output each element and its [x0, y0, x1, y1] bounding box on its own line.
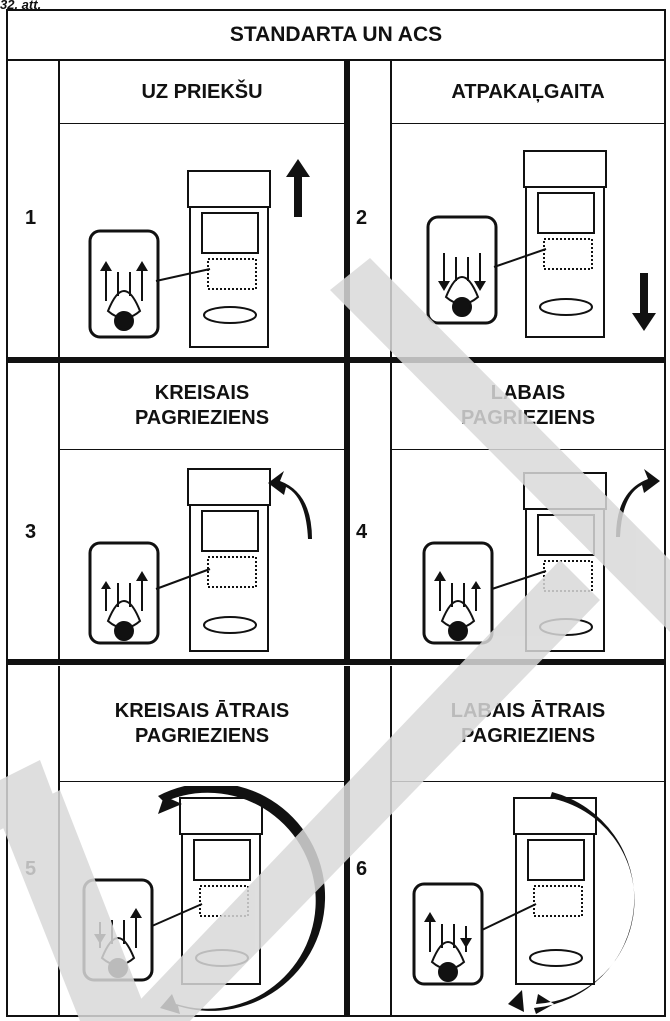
cell-number: 6 [356, 858, 368, 880]
cell-number: 3 [25, 521, 37, 543]
title-line: PAGRIEZIENS [134, 724, 270, 747]
table-header: STANDARTA UN ACS [8, 11, 664, 61]
title-line: UZ PRIEKŠU [141, 80, 263, 103]
cell-title: KREISAIS ĀTRAIS PAGRIEZIENS [60, 666, 344, 782]
table-row: 1 UZ PRIEKŠU [8, 61, 664, 357]
figure-caption: 32. att. [0, 0, 42, 12]
column-divider [344, 61, 350, 357]
table-row: 3 KREISAIS PAGRIEZIENS [8, 363, 664, 659]
row-divider [58, 363, 60, 659]
controls-table: STANDARTA UN ACS 1 UZ PRIEKŠU [6, 9, 666, 1017]
cell-number: 4 [356, 521, 368, 543]
row-divider [390, 61, 392, 357]
title-line: KREISAIS [154, 382, 250, 404]
cell-title: LABAIS ĀTRAIS PAGRIEZIENS [392, 666, 664, 782]
title-line: PAGRIEZIENS [134, 407, 270, 429]
cell-title: KREISAIS PAGRIEZIENS [60, 363, 344, 450]
cell-number: 5 [25, 858, 37, 880]
table-row: 5 KREISAIS ĀTRAIS PAGRIEZIENS [8, 666, 664, 1016]
row-separator [8, 659, 664, 665]
cell-title: LABAIS PAGRIEZIENS [392, 363, 664, 450]
mower-forward-icon [68, 131, 338, 351]
title-line: KREISAIS ĀTRAIS [114, 699, 290, 722]
title-line: LABAIS [490, 382, 566, 404]
column-divider [344, 363, 350, 659]
column-divider [344, 666, 350, 1016]
mower-left-turn-icon [68, 459, 338, 655]
title-line: PAGRIEZIENS [460, 724, 596, 747]
mower-right-turn-icon [396, 459, 660, 655]
cell-number: 1 [25, 207, 37, 229]
mower-right-spin-icon [396, 790, 662, 1014]
cell-title: ATPAKAĻGAITA [392, 61, 664, 124]
title-line: PAGRIEZIENS [460, 407, 596, 429]
title-line: ATPAKAĻGAITA [451, 80, 605, 103]
mower-reverse-icon [396, 131, 660, 351]
mower-left-spin-icon [68, 786, 342, 1014]
cell-number: 2 [356, 207, 368, 229]
title-line: LABAIS ĀTRAIS [450, 699, 606, 722]
row-divider [58, 61, 60, 357]
cell-title: UZ PRIEKŠU [60, 61, 344, 124]
